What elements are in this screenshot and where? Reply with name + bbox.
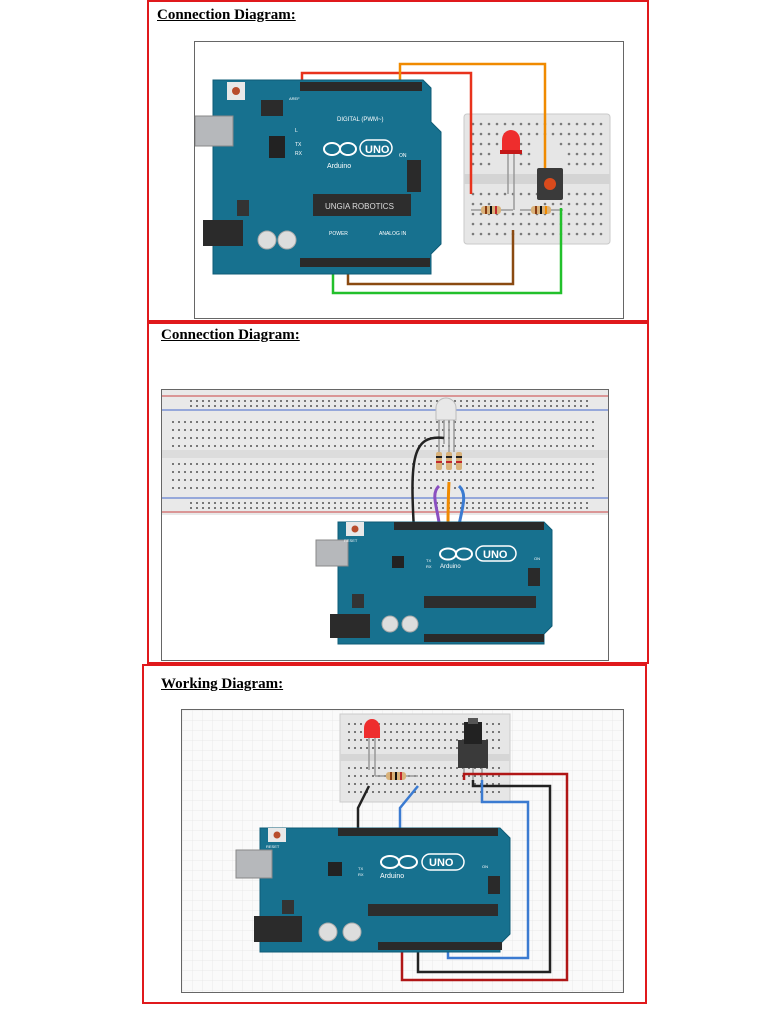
arduino-uno-board: DIGITAL (PWM~) UNGIA ROBOTICS UNO Arduin… [195,79,442,275]
circuit-diagram-potentiometer: UNO Arduino RESET TX RX ON [182,710,623,992]
reset-label: RESET [344,538,358,543]
potentiometer [458,718,488,780]
wire-dark-red [400,772,569,982]
tx-label: TX [426,558,431,563]
arduino-logo-icon [439,547,473,561]
panel-connection-diagram-1: Connection Diagram: [147,0,649,322]
board-brand-label: Arduino [440,564,461,570]
red-led [364,719,380,776]
on-label: ON [534,556,540,561]
panel-connection-diagram-2: Connection Diagram: [147,322,649,664]
diagram-frame: UNO Arduino RESET TX RX ON [161,389,609,661]
rx-label: RX [295,151,303,157]
red-led [500,130,522,210]
arduino-uno-board: UNO Arduino RESET TX RX ON [315,521,553,645]
resistors [436,452,462,470]
on-label: ON [399,153,407,159]
arduino-uno-board: UNO Arduino RESET TX RX ON [235,827,511,953]
wire-black-pot [416,780,552,974]
resistor [375,772,418,780]
rx-label: RX [358,872,364,877]
aref-label: AREF [289,96,300,101]
arduino-logo-icon [380,855,418,869]
diagram-frame: DIGITAL (PWM~) UNGIA ROBOTICS UNO Arduin… [194,41,624,319]
l-label: L [295,128,298,134]
reset-label: RESET [266,844,280,849]
push-button [537,168,563,200]
tx-label: TX [295,142,302,148]
digital-header-label: DIGITAL (PWM~) [337,117,384,123]
wire-brown [346,230,515,286]
board-model-label: UNO [365,144,390,156]
power-label: POWER [329,231,348,237]
analog-label: ANALOG IN [379,231,407,237]
tx-label: TX [358,866,363,871]
resistor-2 [520,206,563,214]
board-brand-label: Arduino [380,873,404,880]
diagram-frame: UNO Arduino RESET TX RX ON [181,709,624,993]
board-model-label: UNO [429,857,454,869]
wire-green [331,208,563,295]
on-label: ON [482,864,488,869]
panel-title: Connection Diagram: [161,327,300,343]
wire-orange [398,62,547,168]
wire-black [411,436,445,531]
wire-blue-pot [446,780,530,960]
panel-title: Working Diagram: [161,676,284,692]
board-maker-label: UNGIA ROBOTICS [325,202,394,211]
resistor-1 [471,206,513,214]
board-brand-label: Arduino [327,163,351,170]
arduino-logo-icon [323,142,357,156]
breadboard [162,390,608,515]
panel-title: Connection Diagram: [157,7,296,23]
rgb-led [435,397,457,452]
circuit-diagram-rgb-led: UNO Arduino RESET TX RX ON [162,390,608,645]
panel-working-diagram: Working Diagram: [142,664,647,1004]
rx-label: RX [426,564,432,569]
board-model-label: UNO [483,549,508,561]
circuit-diagram-led-button: DIGITAL (PWM~) UNGIA ROBOTICS UNO Arduin… [195,62,611,295]
